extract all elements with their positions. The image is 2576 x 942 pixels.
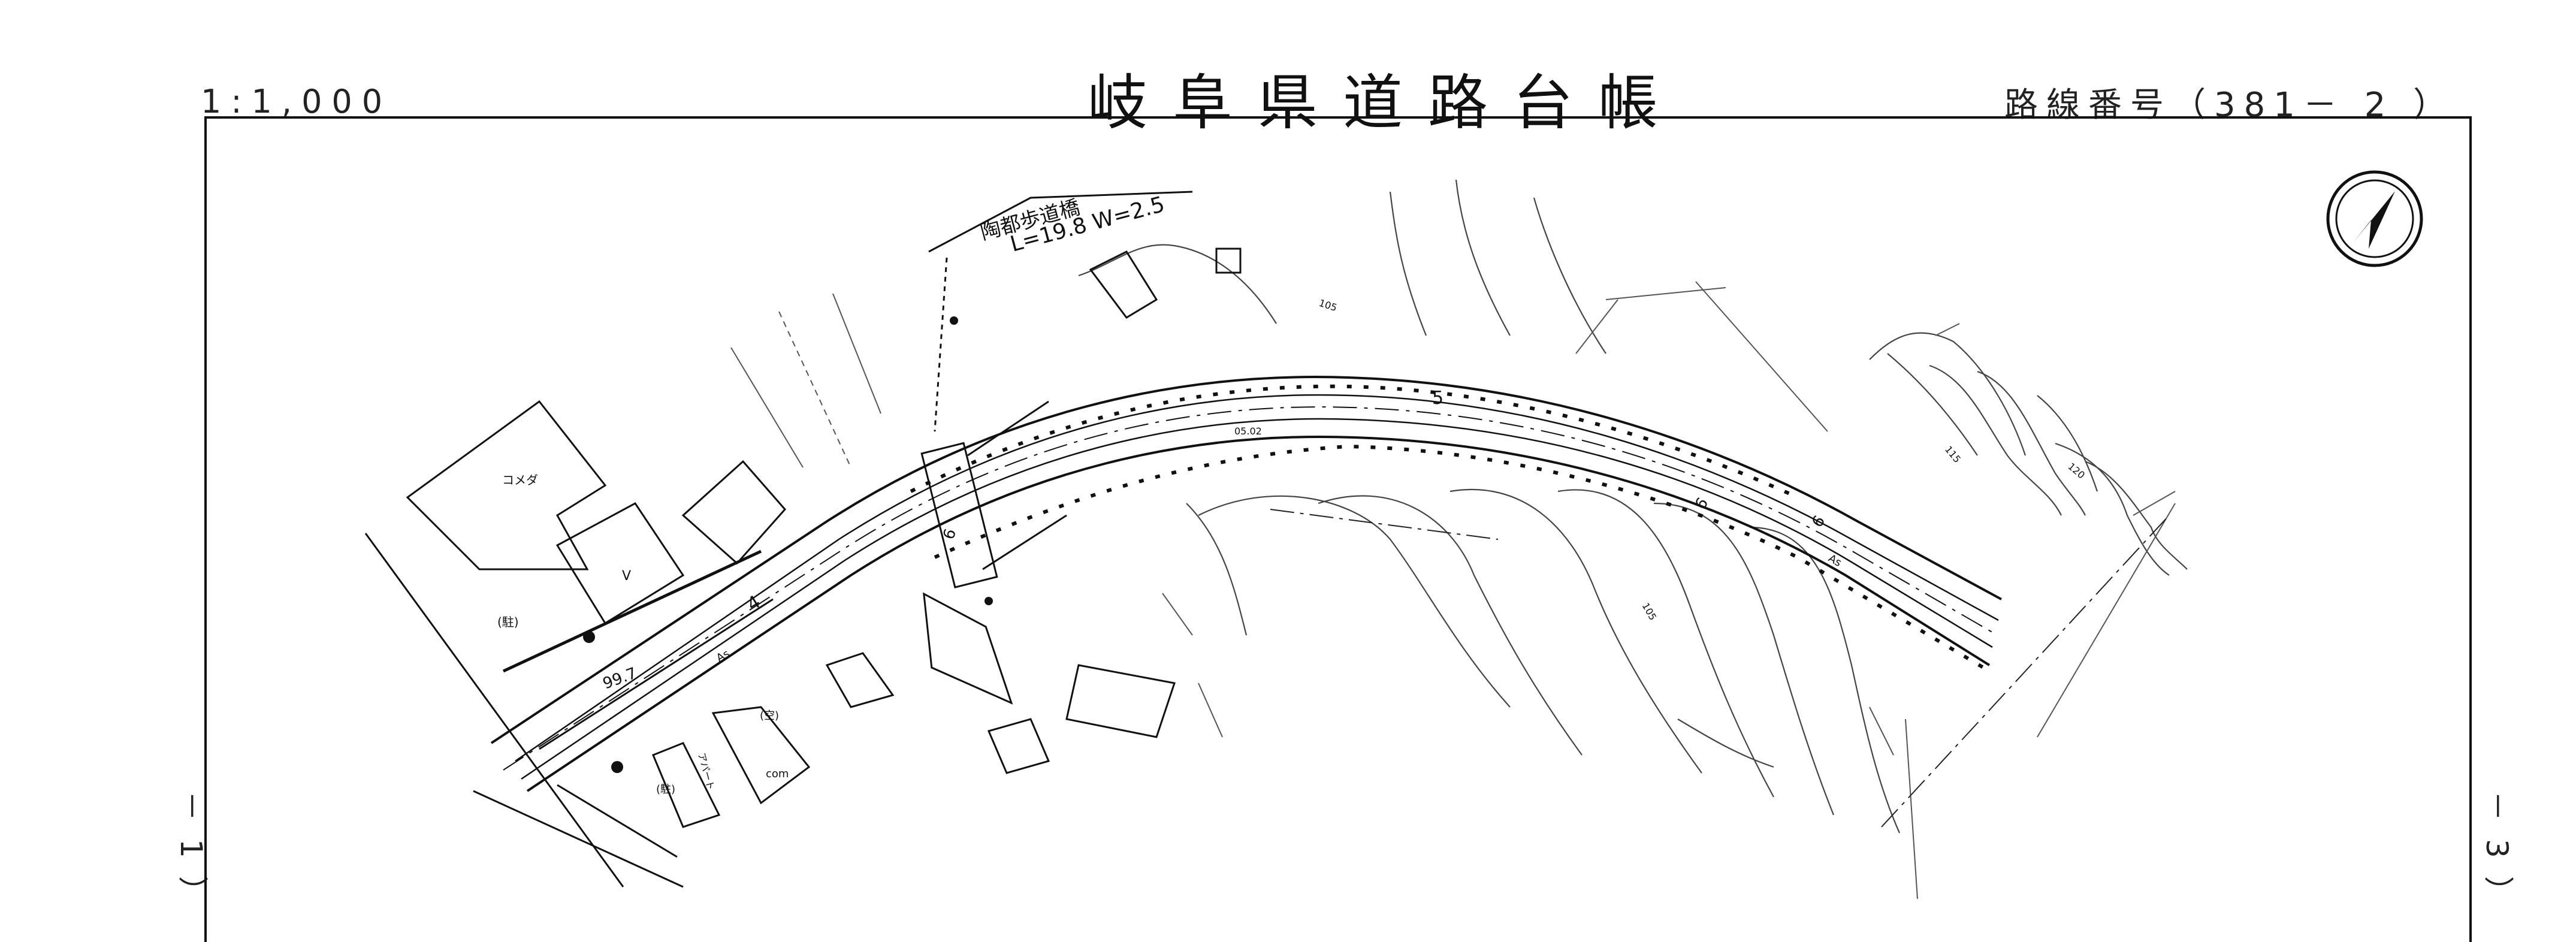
komeda-label: コメダ (502, 473, 538, 487)
com-label: com (766, 768, 789, 780)
map-scale: 1:1,000 (201, 83, 392, 120)
map-frame (204, 116, 2472, 942)
elevation-105-a: 105 (1318, 297, 1339, 314)
elevation-115: 115 (1943, 443, 1963, 465)
page-title: 岐阜県道路台帳 (1088, 68, 1683, 138)
utility-poles (583, 316, 993, 773)
footbridge (920, 191, 1193, 588)
north-arrow-icon (2326, 170, 2423, 267)
parking-label-2: (駐) (656, 783, 675, 796)
v-shop-label: V (622, 569, 631, 584)
road-width-5: 5 (1432, 388, 1443, 409)
marker-0502: 05.02 (1234, 425, 1262, 437)
left-road-edges (364, 533, 774, 888)
road (490, 376, 2002, 792)
adjacent-sheet-left: －1） (174, 791, 209, 924)
contour-lines (1078, 179, 2188, 834)
elevation-120: 120 (2065, 461, 2087, 481)
buildings (406, 247, 1242, 828)
apartment-label: アパート (696, 751, 717, 791)
surface-as-1: As (714, 647, 732, 665)
boundary-lines (1270, 509, 2170, 828)
parcel-lines (730, 281, 2176, 899)
road-width-6c: 6 (1808, 512, 1829, 531)
elevation-105-b: 105 (1640, 601, 1659, 623)
empty-lot-label: (空) (760, 709, 779, 722)
parking-label-1: (駐) (497, 615, 519, 629)
adjacent-sheet-right: －3） (2480, 791, 2514, 924)
road-width-4: 4 (744, 591, 765, 615)
